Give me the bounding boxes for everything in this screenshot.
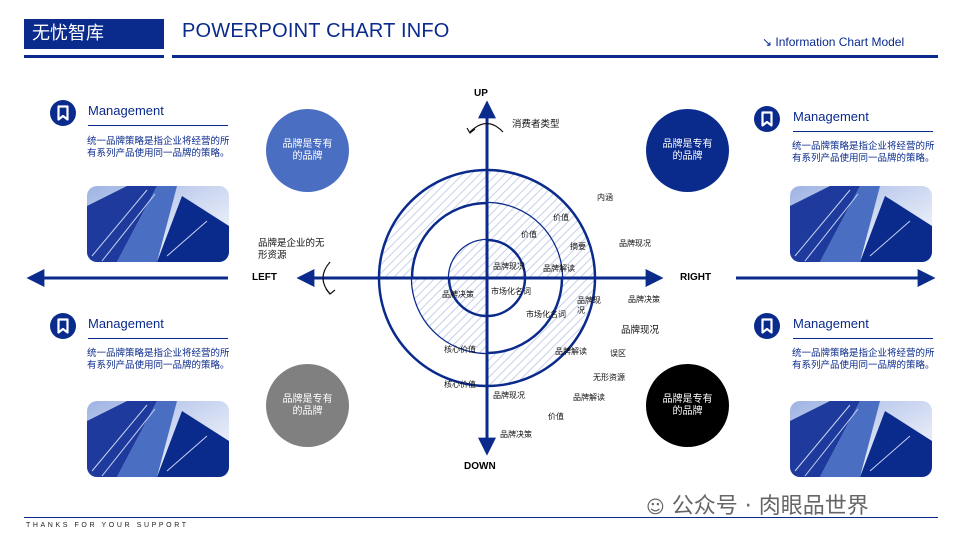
subtitle: ↘ Information Chart Model — [762, 35, 904, 49]
bookmark-icon — [754, 313, 780, 339]
left-label: LEFT — [252, 272, 277, 283]
arrow-down-right-icon: ↘ — [762, 35, 773, 49]
diagram-label: 品牌决策 — [500, 430, 532, 439]
bookmark-icon — [50, 100, 76, 126]
watermark: ☺ 公众号 · 肉眼品世界 — [646, 488, 869, 520]
diagram-label: 核心价值 — [444, 380, 476, 389]
middle-hatch-bl — [412, 278, 487, 353]
badge-bottom-left: 品牌是专有的品牌 — [266, 364, 349, 447]
panel-body: 统一品牌策略是指企业将经营的所有系列产品使用同一品牌的策略。 — [792, 348, 935, 371]
badge-text: 品牌是专有的品牌 — [662, 138, 713, 162]
inner-hatch — [449, 240, 487, 278]
building-image — [87, 401, 229, 477]
page-title: POWERPOINT CHART INFO — [182, 20, 450, 42]
panel-rule — [793, 131, 933, 132]
panel-body: 统一品牌策略是指企业将经营的所有系列产品使用同一品牌的策略。 — [792, 141, 935, 164]
panel-heading: Management — [793, 316, 869, 331]
footer-rule — [24, 517, 938, 518]
diagram-label: 品牌现况 — [493, 391, 525, 400]
diagram-label: 误区 — [610, 349, 626, 358]
bookmark-icon — [754, 106, 780, 132]
left-note: 品牌是企业的无形资源 — [258, 238, 325, 261]
panel-body: 统一品牌策略是指企业将经营的所有系列产品使用同一品牌的策略。 — [87, 348, 230, 371]
down-label: DOWN — [464, 461, 496, 472]
top-curved-arrow — [469, 122, 504, 133]
brand-text: 无忧智库 — [32, 23, 104, 44]
diagram-label: 品牌解读 — [555, 347, 587, 356]
panel-heading: Management — [793, 109, 869, 124]
bookmark-icon — [50, 313, 76, 339]
badge-text: 品牌是专有的品牌 — [282, 393, 333, 417]
building-image — [790, 401, 932, 477]
subtitle-text: Information Chart Model — [775, 35, 905, 49]
brand-box: 无忧智库 — [24, 19, 164, 49]
panel-rule — [88, 338, 228, 339]
badge-top-left: 品牌是专有的品牌 — [266, 109, 349, 192]
up-label: UP — [474, 88, 488, 99]
diagram-label: 价值 — [521, 230, 537, 239]
title-underline — [172, 55, 938, 58]
diagram-label: 价值 — [553, 213, 569, 222]
diagram-label: 品牌决策 — [442, 290, 474, 299]
diagram-label: 核心价值 — [444, 345, 476, 354]
diagram-label: 无形资源 — [593, 373, 625, 382]
footer-thanks: THANKS FOR YOUR SUPPORT — [26, 522, 189, 529]
diagram-label: 品牌现况 — [621, 325, 660, 336]
panel-body: 统一品牌策略是指企业将经营的所有系列产品使用同一品牌的策略。 — [87, 136, 230, 159]
top-note: 消费者类型 — [512, 119, 560, 130]
diagram-label: 品牌决策 — [628, 295, 660, 304]
diagram-label: 品牌解读 — [573, 393, 605, 402]
diagram-label: 品牌现况 — [577, 296, 601, 315]
badge-top-right: 品牌是专有的品牌 — [646, 109, 729, 192]
badge-text: 品牌是专有的品牌 — [282, 138, 333, 162]
panel-rule — [793, 338, 933, 339]
panel-heading: Management — [88, 103, 164, 118]
building-image — [87, 186, 229, 262]
diagram-label: 市场化名词 — [491, 287, 531, 296]
diagram-label: 品牌解读 — [543, 264, 575, 273]
diagram-label: 品牌现况 — [493, 262, 525, 271]
diagram-label: 市场化名词 — [526, 310, 566, 319]
diagram-label: 品牌现况 — [619, 239, 651, 248]
watermark-text: 公众号 · 肉眼品世界 — [671, 494, 869, 519]
diagram-label: 摘要 — [570, 242, 586, 251]
panel-rule — [88, 125, 228, 126]
wechat-icon: ☺ — [646, 497, 665, 518]
right-label: RIGHT — [680, 272, 712, 283]
panel-heading: Management — [88, 316, 164, 331]
middle-hatch — [487, 203, 562, 278]
building-image — [790, 186, 932, 262]
brand-underline — [24, 55, 164, 58]
diagram-label: 内涵 — [597, 193, 613, 202]
badge-bottom-right: 品牌是专有的品牌 — [646, 364, 729, 447]
diagram-label: 价值 — [548, 412, 564, 421]
badge-text: 品牌是专有的品牌 — [662, 393, 713, 417]
